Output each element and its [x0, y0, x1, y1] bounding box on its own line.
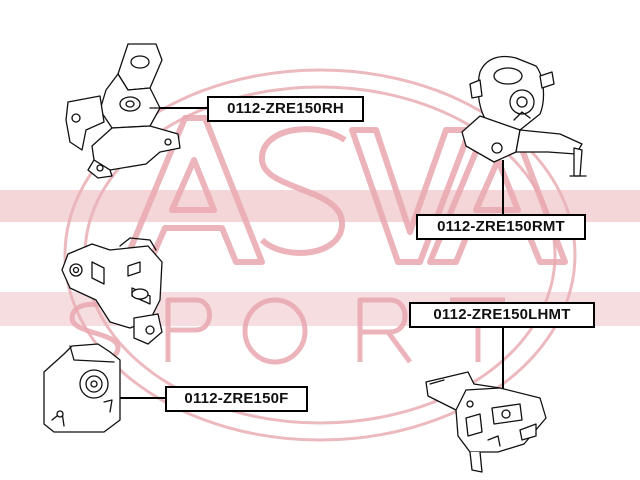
side-bracket-mount-icon	[61, 237, 163, 345]
engine-mount-rear-icon	[461, 55, 587, 177]
part-label-rmt: 0112-ZRE150RMT	[416, 214, 586, 240]
engine-mount-front-icon	[43, 343, 121, 433]
transmission-mount-left-icon	[425, 371, 547, 473]
part-label-lhmt: 0112-ZRE150LHMT	[409, 302, 595, 328]
part-label-rh: 0112-ZRE150RH	[207, 96, 364, 122]
engine-mount-right-icon	[65, 43, 181, 179]
part-label-f: 0112-ZRE150F	[165, 386, 308, 412]
